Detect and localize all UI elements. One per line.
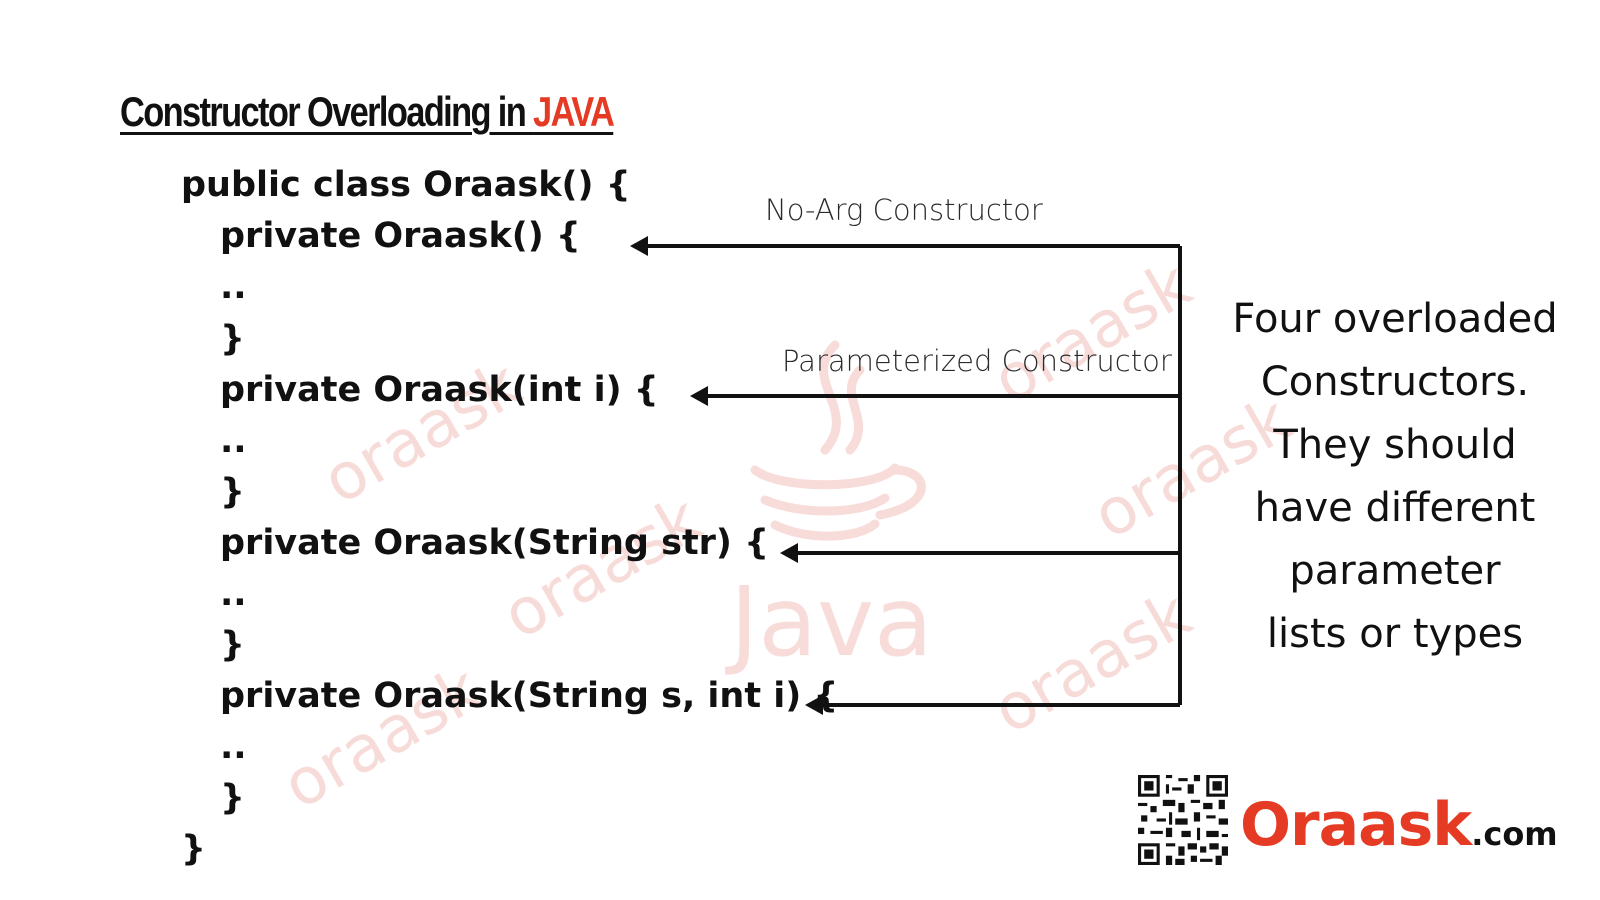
label-parameterized-constructor: Parameterized Constructor <box>782 344 1172 378</box>
side-note-line: They should <box>1273 422 1517 468</box>
side-note-line: have different <box>1254 485 1536 531</box>
code-line-class-close-brace: } <box>181 829 206 869</box>
code-line-class-decl: public class Oraask() { <box>181 165 631 205</box>
code-line-ellipsis: .. <box>220 727 247 767</box>
code-line-string-constructor: private Oraask(String str) { <box>220 523 770 563</box>
side-note-line: parameter <box>1289 548 1501 594</box>
code-line-close-brace: } <box>220 319 245 359</box>
arrowhead-no-arg <box>630 236 648 256</box>
side-note-line: lists or types <box>1266 611 1524 657</box>
code-line-close-brace: } <box>220 778 245 818</box>
code-line-string-int-constructor: private Oraask(String s, int i) { <box>220 676 839 716</box>
title-prefix: Constructor Overloading in <box>120 88 534 135</box>
page-title: Constructor Overloading in JAVA <box>120 88 615 136</box>
qr-code-icon <box>1138 775 1228 865</box>
code-line-int-constructor: private Oraask(int i) { <box>220 370 659 410</box>
brand-name: Oraask <box>1240 790 1472 860</box>
arrowhead-string <box>780 543 798 563</box>
arrowhead-string-int <box>805 695 823 715</box>
brand-tld: .com <box>1471 815 1558 853</box>
code-line-close-brace: } <box>220 625 245 665</box>
code-line-no-arg-constructor: private Oraask() { <box>220 216 581 256</box>
code-line-ellipsis: .. <box>220 421 247 461</box>
arrowhead-int <box>690 386 708 406</box>
brand-logo: Oraask.com <box>1240 795 1558 855</box>
title-accent: JAVA <box>533 88 615 135</box>
code-line-ellipsis: .. <box>220 574 247 614</box>
code-line-close-brace: } <box>220 472 245 512</box>
side-note-line: Constructors. <box>1260 359 1530 405</box>
label-no-arg-constructor: No-Arg Constructor <box>765 193 1043 227</box>
side-note-line: Four overloaded <box>1232 296 1558 342</box>
code-line-ellipsis: .. <box>220 267 247 307</box>
side-note: Four overloaded Constructors. They shoul… <box>1205 288 1585 666</box>
